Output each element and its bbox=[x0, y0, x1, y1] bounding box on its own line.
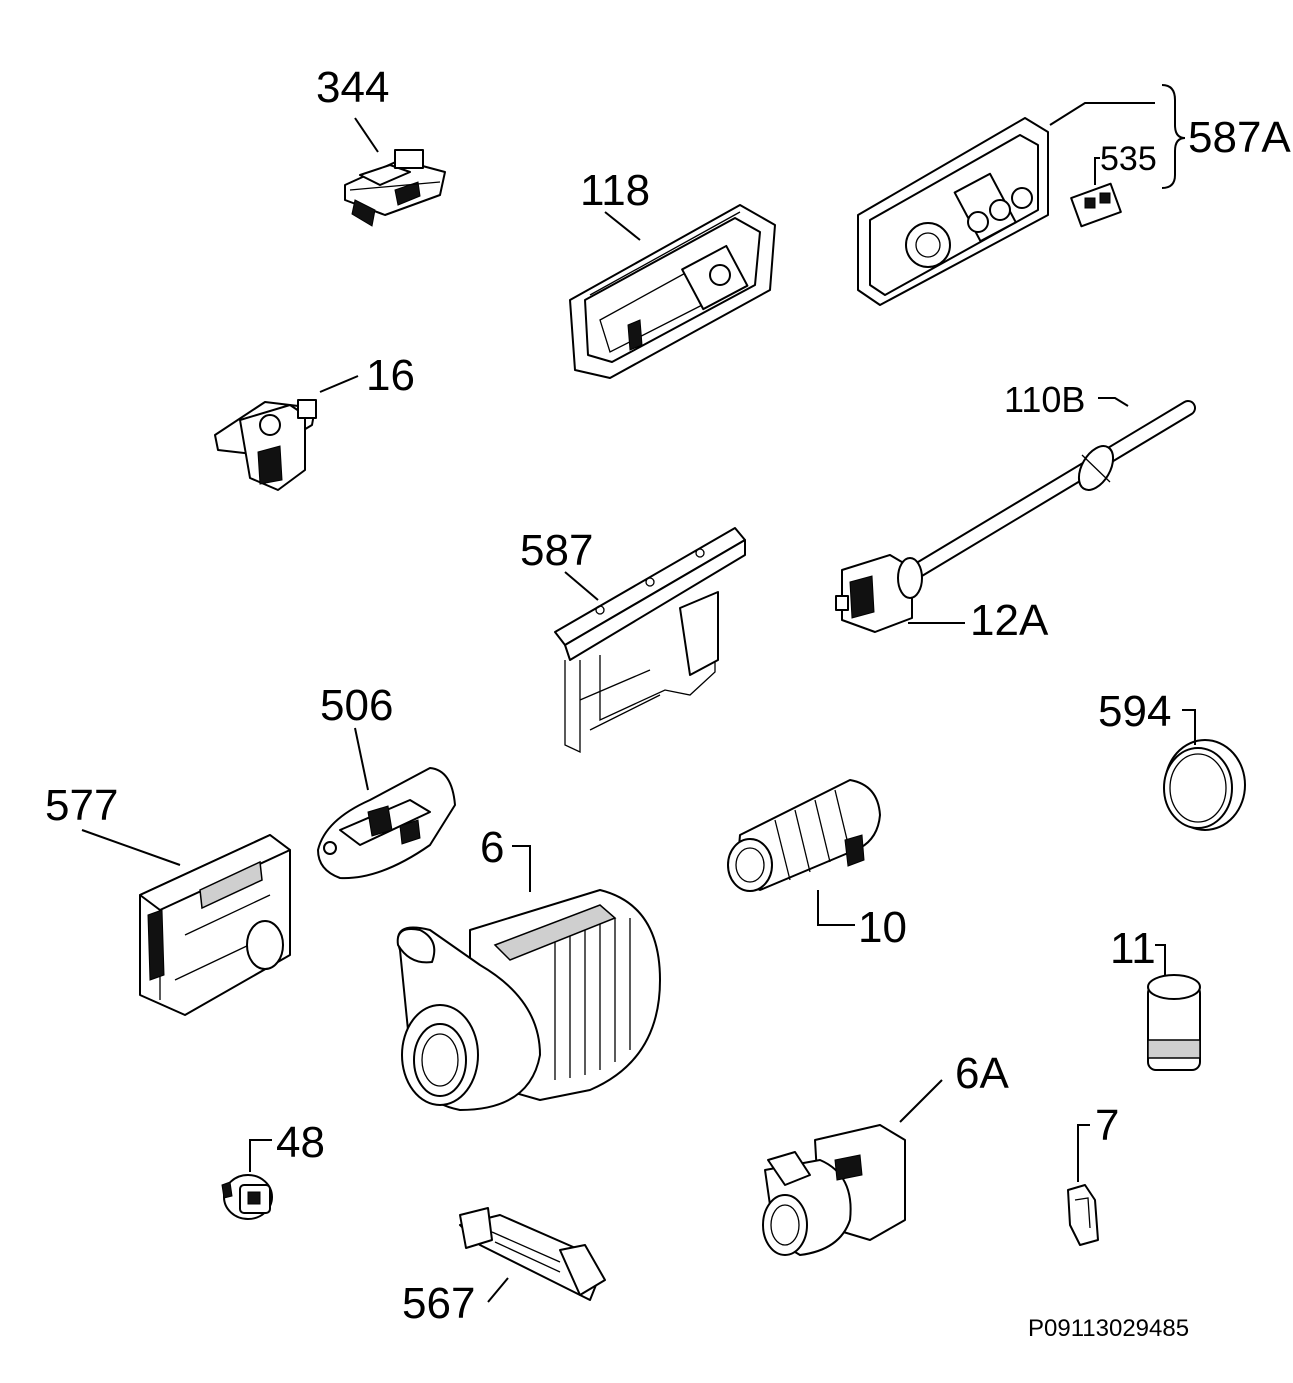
part-594-drawing bbox=[1163, 739, 1246, 831]
part-567-drawing bbox=[459, 1207, 606, 1301]
label-12a: 12A bbox=[970, 596, 1049, 645]
drawing-reference-number: P09113029485 bbox=[1028, 1315, 1189, 1342]
label-16: 16 bbox=[366, 351, 415, 400]
part-587a-drawing bbox=[857, 117, 1122, 306]
part-48-drawing bbox=[221, 1174, 273, 1220]
label-11: 11 bbox=[1110, 924, 1156, 973]
label-587a: 587A bbox=[1188, 113, 1291, 162]
leader-16 bbox=[319, 375, 359, 393]
brace-587a bbox=[1161, 84, 1186, 189]
label-594: 594 bbox=[1098, 687, 1171, 736]
label-506: 506 bbox=[320, 681, 393, 730]
label-118: 118 bbox=[580, 166, 650, 215]
part-16-drawing bbox=[214, 399, 317, 491]
leader-6a bbox=[899, 1079, 943, 1123]
part-10-drawing bbox=[727, 779, 881, 892]
label-344: 344 bbox=[316, 63, 389, 112]
label-6: 6 bbox=[480, 823, 504, 872]
part-506-drawing bbox=[317, 767, 456, 880]
part-110b-drawing bbox=[907, 400, 1196, 580]
leader-594 bbox=[1182, 709, 1196, 745]
label-10: 10 bbox=[858, 903, 907, 952]
part-587-drawing bbox=[554, 527, 746, 754]
part-12a-drawing bbox=[835, 554, 923, 633]
part-6a-drawing bbox=[762, 1124, 906, 1256]
part-118-drawing bbox=[569, 204, 776, 379]
part-344-drawing bbox=[344, 149, 446, 227]
label-110b: 110B bbox=[1004, 379, 1085, 420]
leader-535 bbox=[1094, 157, 1100, 185]
leader-7 bbox=[1077, 1124, 1090, 1182]
leader-48 bbox=[249, 1139, 272, 1172]
leader-10 bbox=[817, 890, 855, 926]
leader-577 bbox=[81, 829, 181, 866]
label-577: 577 bbox=[45, 781, 118, 830]
label-7: 7 bbox=[1095, 1101, 1119, 1150]
leader-6 bbox=[512, 845, 531, 892]
part-11-drawing bbox=[1147, 974, 1201, 1071]
leader-567 bbox=[487, 1277, 509, 1303]
leader-110b bbox=[1098, 397, 1129, 407]
label-587: 587 bbox=[520, 526, 593, 575]
leader-11 bbox=[1155, 944, 1166, 975]
leader-344 bbox=[354, 117, 379, 153]
label-48: 48 bbox=[276, 1118, 325, 1167]
label-535: 535 bbox=[1100, 140, 1157, 178]
part-6-drawing bbox=[396, 889, 661, 1111]
leader-506 bbox=[354, 727, 369, 791]
part-7-drawing bbox=[1067, 1184, 1099, 1246]
leader-587a bbox=[1049, 102, 1155, 126]
leader-587 bbox=[564, 571, 599, 601]
part-577-drawing bbox=[139, 834, 291, 1016]
label-567: 567 bbox=[402, 1279, 475, 1328]
leader-118 bbox=[604, 211, 641, 241]
label-6a: 6A bbox=[955, 1049, 1009, 1098]
